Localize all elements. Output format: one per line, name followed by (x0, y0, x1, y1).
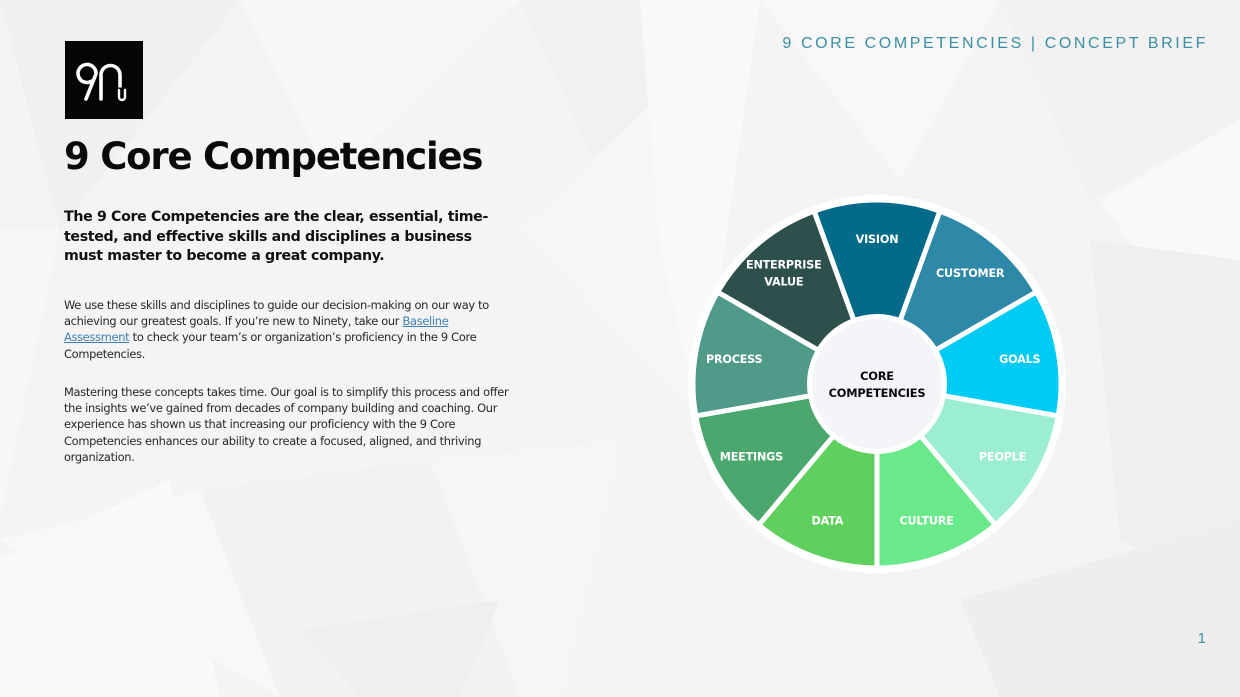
ninety-logo (65, 41, 143, 119)
wheel-segment-label: CULTURE (900, 514, 954, 527)
wheel-segment-label: PEOPLE (979, 451, 1026, 464)
document-header-label: 9 CORE COMPETENCIES | CONCEPT BRIEF (782, 35, 1208, 52)
wheel-center-label-line2: COMPETENCIES (829, 386, 926, 400)
wheel-hub (812, 319, 942, 449)
logo-mark-icon (76, 62, 127, 102)
wheel-center-label-line1: CORE (860, 369, 894, 383)
wheel-segment-label: DATA (812, 514, 844, 527)
wheel-segment-label: CUSTOMER (936, 267, 1005, 280)
wheel-segment-label: VISION (856, 233, 899, 246)
baseline-assessment-link[interactable]: Baseline Assessment (64, 314, 449, 345)
wheel-segments: VISION CUSTOMER GOALS PEOPLE CULTURE DATA MEET… (690, 197, 1064, 571)
wheel-segment-label: PROCESS (706, 353, 763, 366)
lead-paragraph: The 9 Core Competencies are the clear, e… (64, 209, 488, 264)
core-competencies-wheel: VISION CUSTOMER GOALS PEOPLE CULTURE DATA MEET… (677, 184, 1077, 584)
intro-paragraph: We use these skills and disciplines to g… (64, 297, 509, 362)
wheel-segment-label: ENTERPRISE (746, 258, 822, 271)
mastery-paragraph: Mastering these concepts takes time. Our… (64, 385, 509, 464)
wheel-segment-label: VALUE (764, 275, 803, 288)
wheel-diagram: VISION CUSTOMER GOALS PEOPLE CULTURE DATA MEET… (688, 195, 1066, 573)
intro-text-before-link: We use these skills and disciplines to g… (64, 298, 489, 329)
page-title: 9 Core Competencies (64, 135, 483, 178)
intro-text-after-link: to check your team’s or organization’s p… (64, 330, 477, 361)
page-number: 1 (1197, 630, 1206, 647)
wheel-segment-culture: CULTURE (874, 431, 999, 571)
wheel-segment-label: GOALS (999, 353, 1040, 366)
wheel-segment-label: MEETINGS (720, 451, 783, 464)
